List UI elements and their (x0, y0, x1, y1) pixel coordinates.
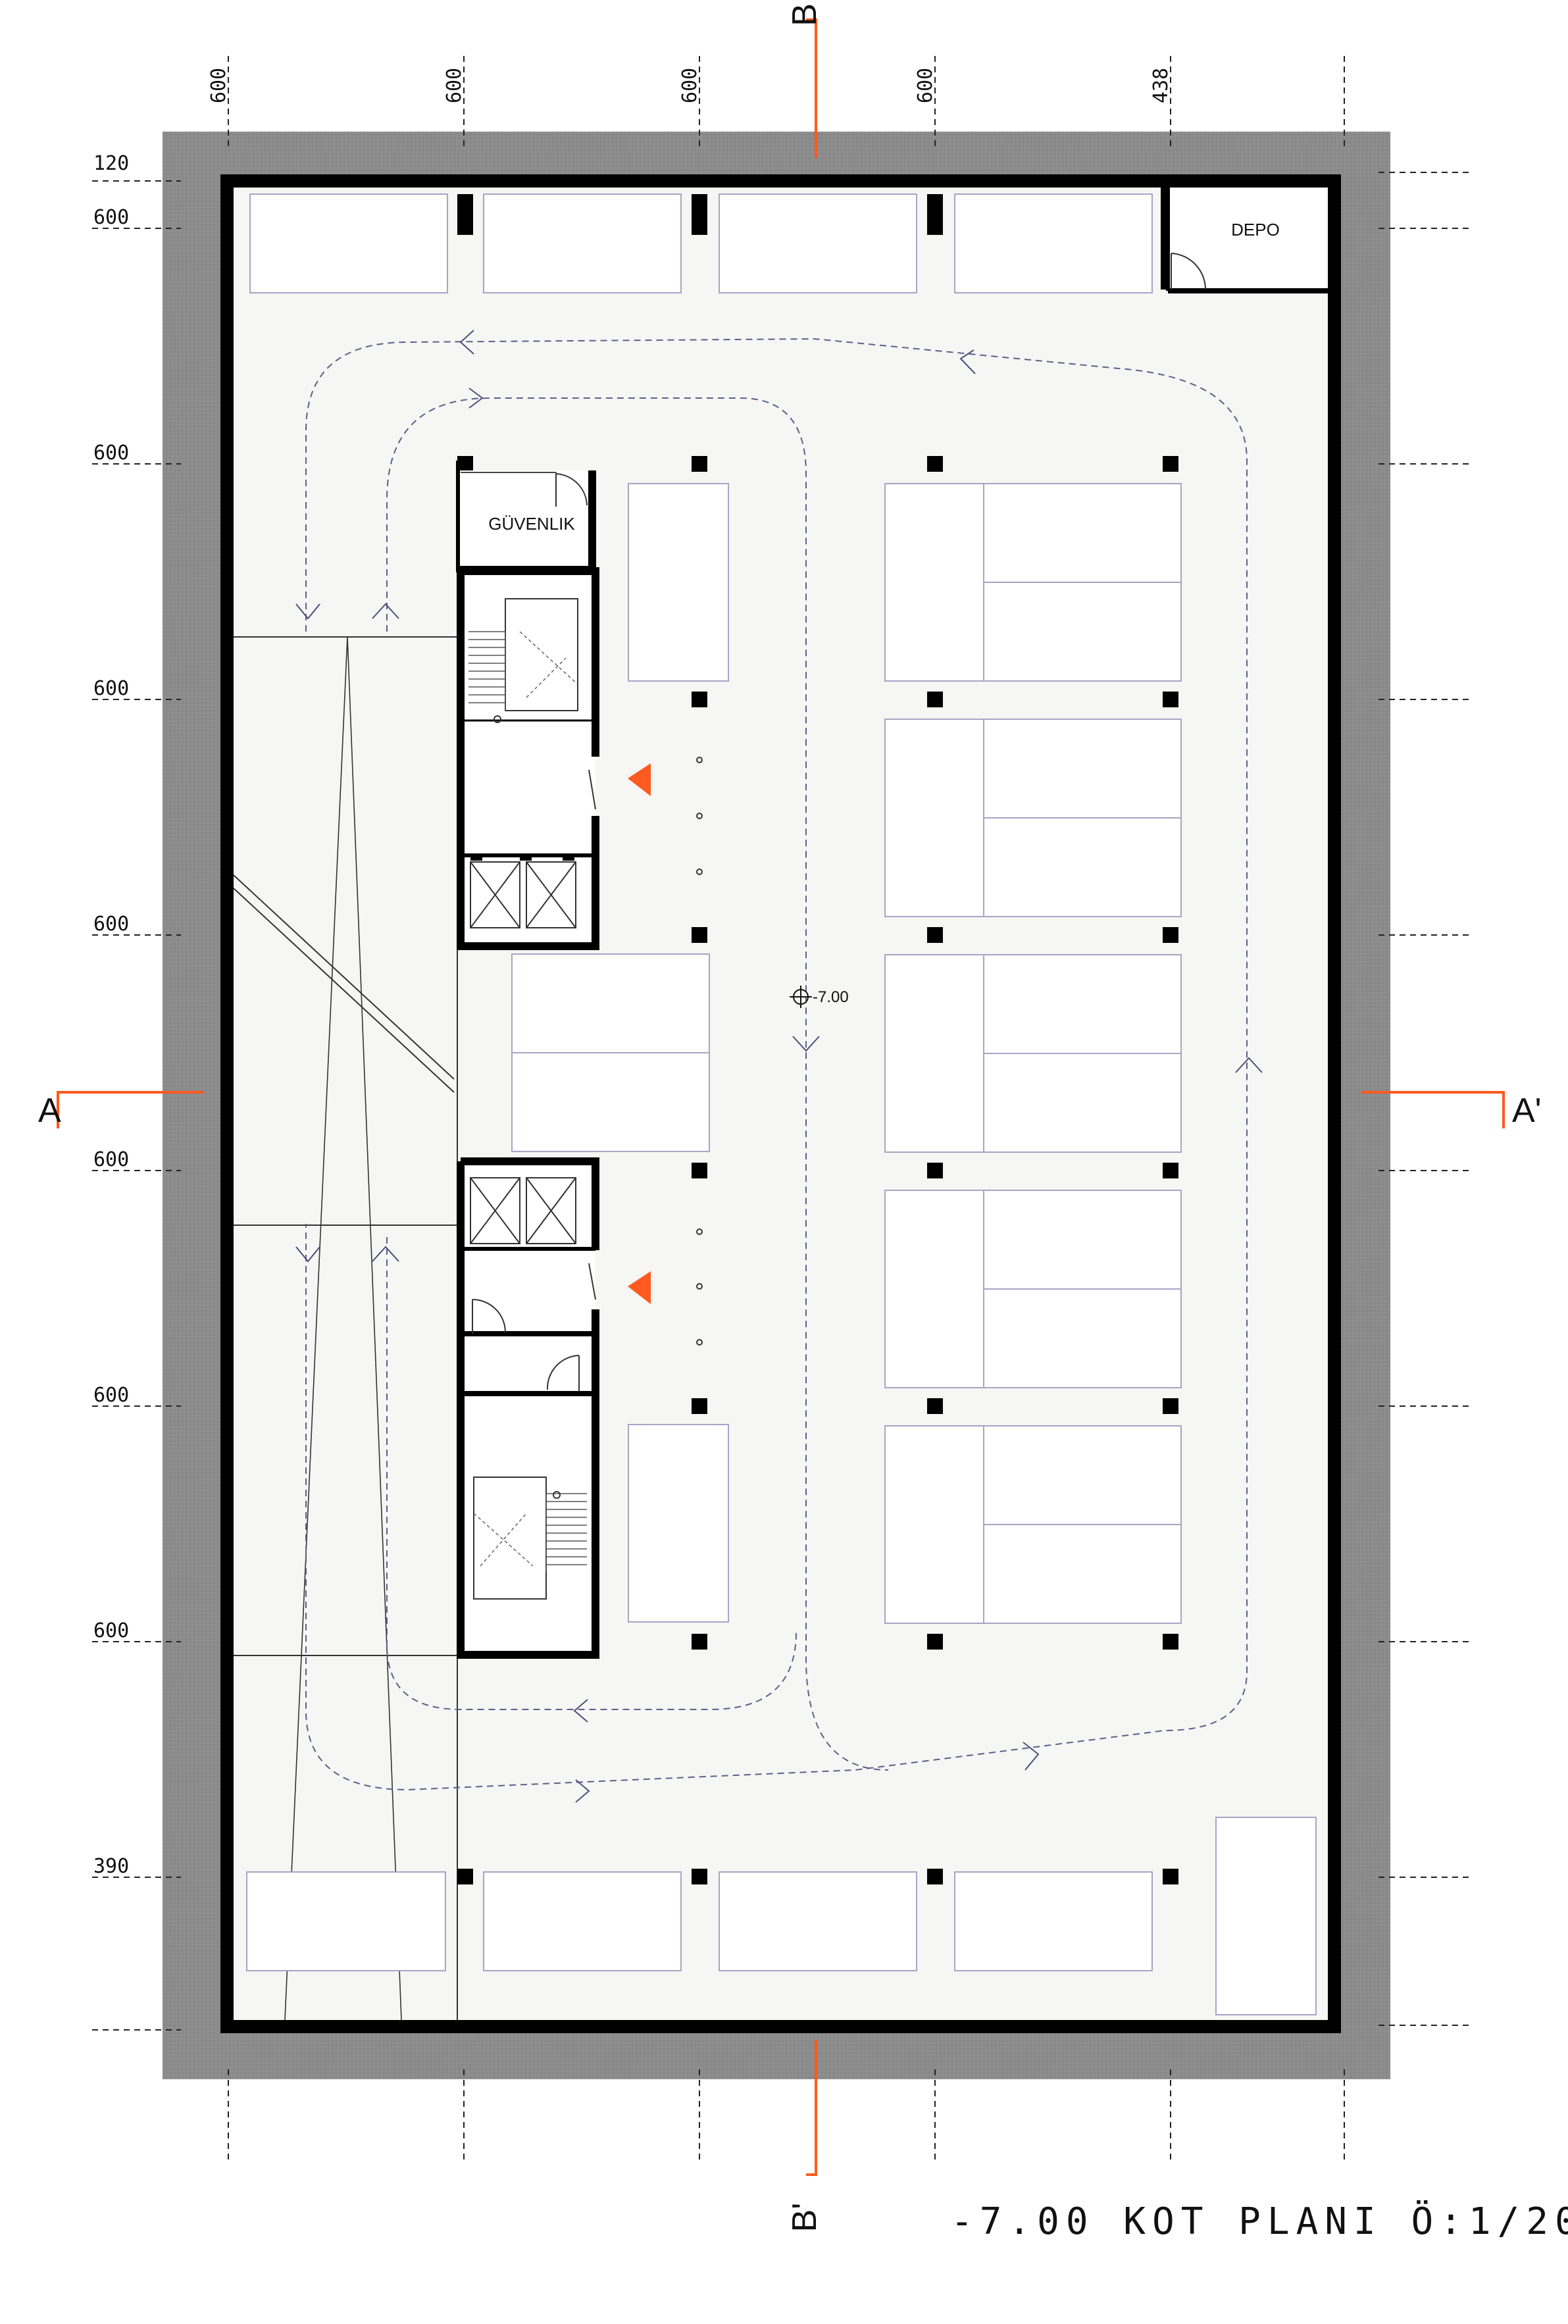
structural-columns (457, 188, 1178, 1884)
direction-arrows (295, 330, 1263, 1803)
parking-space (628, 1424, 729, 1623)
section-lines (57, 18, 1505, 2176)
row-dim-9: 390 (93, 1855, 129, 1878)
vertical-grid-ticks (228, 56, 1345, 2161)
parking-space (246, 1871, 446, 1971)
north-core (457, 567, 599, 950)
horizontal-grid-ticks (92, 172, 1471, 2031)
section-label-b-top: B (786, 3, 824, 26)
level-marker-label: -7.00 (813, 988, 849, 1006)
parking-space (1215, 1817, 1317, 2015)
row-dim-8: 600 (93, 1619, 129, 1642)
south-core (457, 1157, 599, 1659)
row-dim-3: 600 (93, 442, 129, 465)
parking-space (249, 193, 448, 293)
parking-space (719, 193, 917, 293)
row-dim-4: 600 (93, 677, 129, 700)
col-dim-3: 600 (678, 68, 701, 103)
bollards (696, 757, 703, 1346)
storage-room-label: DEPO (1231, 220, 1280, 240)
row-dim-1: 120 (93, 152, 129, 175)
circulation-paths (305, 338, 1248, 1791)
row-dim-2: 600 (93, 206, 129, 229)
entrance-arrow-north (628, 763, 651, 796)
security-room-label: GÜVENLIK (488, 514, 575, 534)
col-dim-1: 600 (207, 68, 230, 103)
parking-space (628, 483, 729, 682)
section-label-a-left: A (38, 1092, 61, 1130)
parking-space (954, 1871, 1153, 1971)
parking-dividers (512, 484, 1181, 1623)
section-label-a-right: A' (1512, 1092, 1542, 1130)
storage-room (1166, 188, 1329, 293)
level-marker (790, 986, 812, 1008)
row-dim-7: 600 (93, 1384, 129, 1407)
col-dim-4: 600 (914, 68, 937, 103)
entrance-arrow-south (628, 1271, 651, 1304)
col-dim-2: 600 (443, 68, 466, 103)
parking-space (483, 193, 682, 293)
section-label-b-bottom: B' (786, 2203, 824, 2233)
col-dim-5: 438 (1150, 68, 1173, 103)
parking-space (954, 193, 1153, 293)
parking-space (483, 1871, 682, 1971)
row-dim-5: 600 (93, 913, 129, 936)
parking-space (719, 1871, 917, 1971)
drawing-title: -7.00 KOT PLANI Ö:1/200 (951, 2200, 1568, 2243)
row-dim-6: 600 (93, 1148, 129, 1171)
perimeter-wall (220, 174, 1341, 2033)
